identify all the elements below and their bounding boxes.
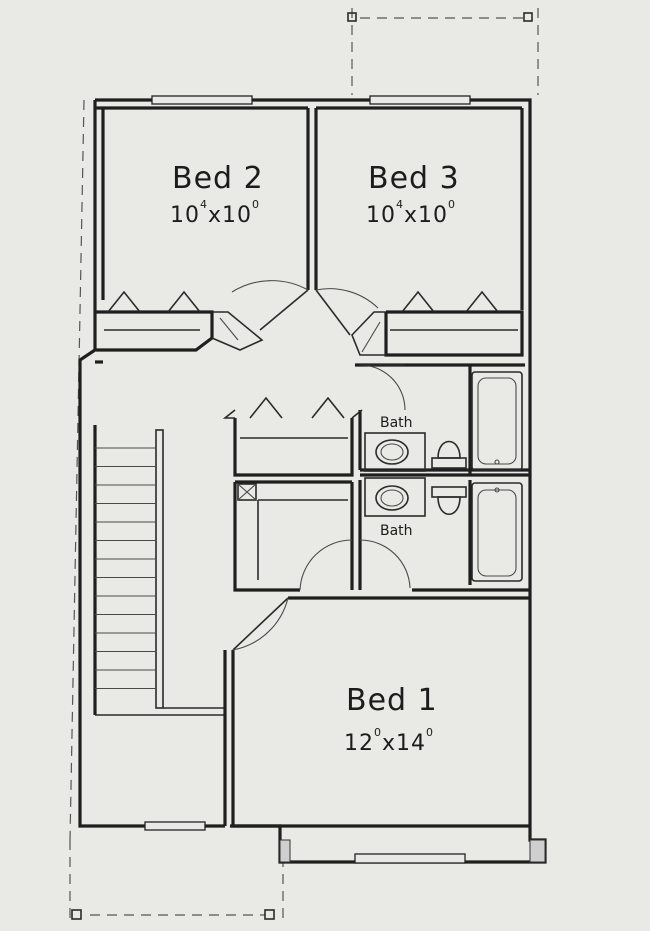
window-bed2 xyxy=(151,95,253,105)
sink-lower-icon xyxy=(375,485,409,511)
toilet-lower-icon xyxy=(437,496,461,515)
wall-hatch xyxy=(529,839,546,863)
toilet-tank-lower xyxy=(431,486,467,498)
bed3-name: Bed 3 xyxy=(368,161,460,196)
bed1-dim-a: 12 xyxy=(344,731,374,756)
vanity-lower xyxy=(364,477,426,517)
window-bed1 xyxy=(354,853,466,864)
bath-lower-label: Bath xyxy=(380,523,413,539)
vanity-upper xyxy=(364,432,426,472)
bath-upper-label: Bath xyxy=(380,415,413,431)
left-overhang-line xyxy=(69,99,85,841)
upper-deck-outline xyxy=(347,8,539,95)
chute-icon xyxy=(237,483,257,501)
bed2-dim-b: 10 xyxy=(222,203,252,228)
window-bed3 xyxy=(369,95,471,105)
bathtub-lower xyxy=(471,482,523,582)
laundry-closet xyxy=(233,480,354,592)
bathtub-upper xyxy=(471,371,523,471)
bed2-dim-a: 10 xyxy=(170,203,200,228)
bed2-label: Bed 2 104x100 xyxy=(170,161,264,228)
bed3-dim-a: 10 xyxy=(366,203,396,228)
svg-text:120x140: 120x140 xyxy=(344,726,434,756)
bedroom-partitions xyxy=(95,106,524,310)
window-stair xyxy=(144,821,206,831)
bed3-label: Bed 3 104x100 xyxy=(366,161,460,228)
svg-text:104x100: 104x100 xyxy=(366,198,456,228)
bed1-name: Bed 1 xyxy=(346,683,438,718)
bed1-dim-b: 14 xyxy=(396,731,426,756)
bed2-name: Bed 2 xyxy=(172,161,264,196)
toilet-upper-icon xyxy=(437,440,461,459)
svg-text:104x100: 104x100 xyxy=(170,198,260,228)
staircase xyxy=(93,425,226,716)
hall-closet xyxy=(222,396,363,477)
bed2-closet xyxy=(96,290,264,352)
lower-deck-outline xyxy=(69,840,284,925)
door-bed2[interactable] xyxy=(231,280,309,331)
bed1-label: Bed 1 120x140 xyxy=(344,683,438,756)
bed1-walls xyxy=(223,596,530,828)
toilet-tank-upper xyxy=(431,457,467,469)
bed3-dim-b: 10 xyxy=(418,203,448,228)
door-bed3[interactable] xyxy=(315,288,379,336)
upper-bath xyxy=(359,364,530,477)
sink-upper-icon xyxy=(375,439,409,465)
lower-bath xyxy=(358,477,530,592)
bed3-closet xyxy=(351,290,524,357)
